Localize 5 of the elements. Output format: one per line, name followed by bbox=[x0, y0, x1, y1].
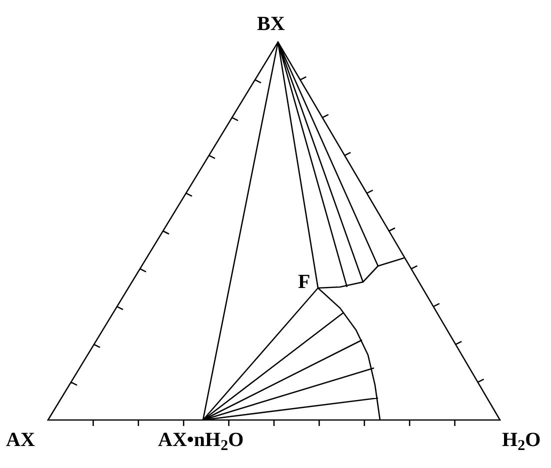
vertex-label: AX•nH$_{2}$O bbox=[158, 430, 244, 450]
vertex-label: F bbox=[298, 272, 310, 292]
vertex-label: AX bbox=[6, 430, 35, 450]
vertex-label: H$_{2}$O bbox=[502, 430, 541, 450]
vertex-label: BX bbox=[257, 14, 285, 34]
